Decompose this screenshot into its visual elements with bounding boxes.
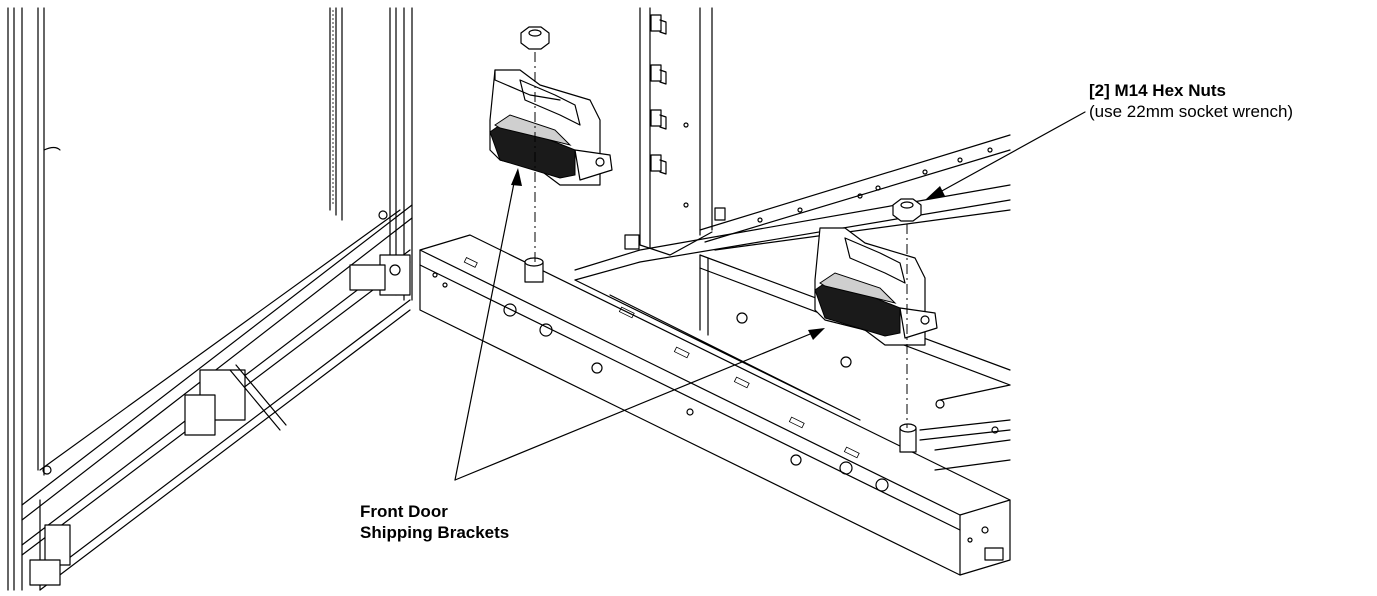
brackets-label-line2: Shipping Brackets: [360, 523, 510, 542]
shipping-bracket-left: [489, 69, 613, 186]
leader-brackets: [454, 168, 825, 481]
leader-hex-nuts: [925, 111, 1086, 200]
base-rear-frame: [574, 134, 1011, 471]
shipping-bracket-right: [814, 227, 938, 346]
hex-nut-left: [520, 26, 550, 50]
base-front-beam: [419, 234, 1011, 576]
hex-nuts-callout: [2] M14 Hex Nuts (use 22mm socket wrench…: [1089, 80, 1293, 122]
mounting-studs: [524, 257, 917, 453]
vertical-post: [624, 7, 726, 256]
front-door-frame: [7, 7, 413, 591]
brackets-label-line1: Front Door: [360, 502, 448, 521]
hex-nuts-title: [2] M14 Hex Nuts: [1089, 81, 1226, 100]
hex-nuts-note: (use 22mm socket wrench): [1089, 102, 1294, 121]
hex-nut-right: [892, 198, 922, 222]
brackets-callout: Front Door Shipping Brackets: [360, 501, 509, 543]
